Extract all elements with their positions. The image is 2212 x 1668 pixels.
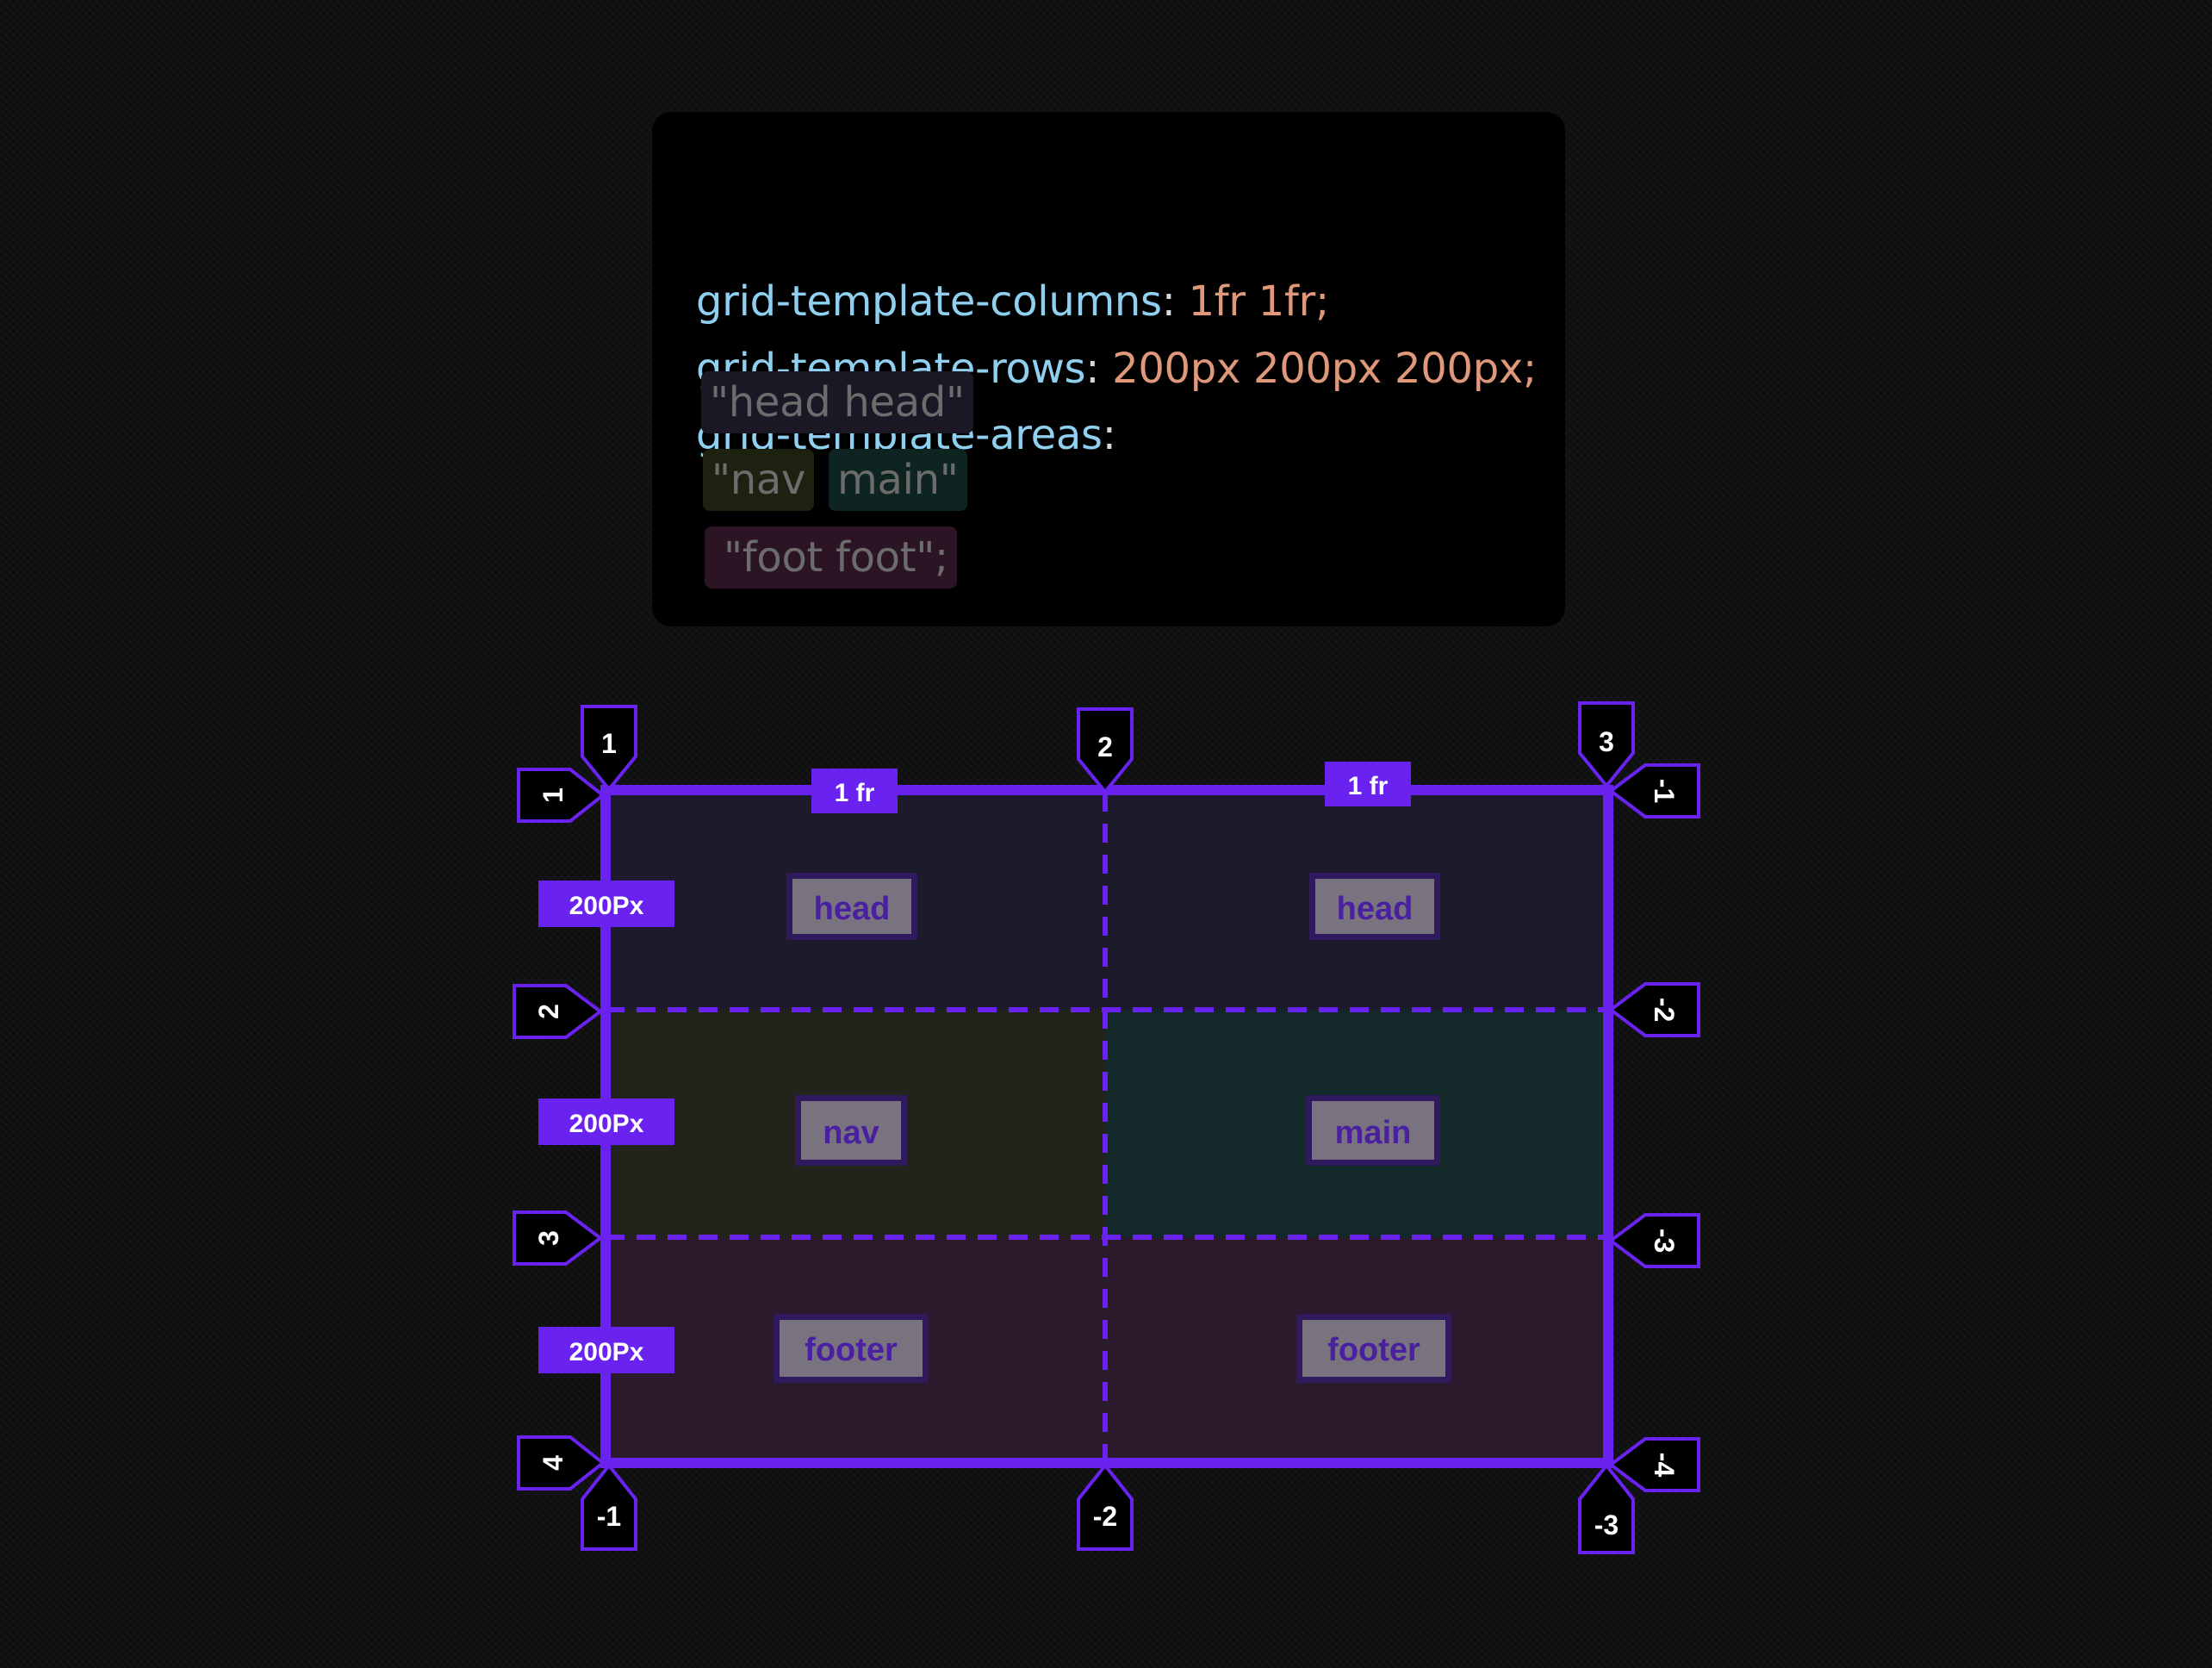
property-name: grid-template-columns (696, 277, 1162, 326)
col-line-marker-bottom-3: -3 (1578, 1462, 1635, 1554)
svg-text:head: head (814, 891, 891, 927)
row-line-marker-left-1: 1 (517, 768, 606, 823)
svg-text:-3: -3 (1649, 1229, 1680, 1253)
code-panel: grid-template-columns: 1fr 1fr; grid-tem… (652, 112, 1565, 626)
svg-text:footer: footer (805, 1332, 898, 1368)
row-size-label: 200Px (569, 1338, 644, 1366)
area-label-main: main (1306, 1095, 1440, 1166)
row-line-marker-left-4: 4 (517, 1435, 606, 1491)
property-value: 200px 200px 200px; (1099, 345, 1537, 393)
column-size-label: 1 fr (1348, 772, 1389, 800)
col-line-marker-bottom-1: -1 (581, 1462, 637, 1551)
svg-text:-2: -2 (1649, 998, 1680, 1022)
svg-text:1: 1 (537, 787, 569, 803)
svg-text:-1: -1 (1649, 779, 1680, 803)
area-label-footer-2: footer (1296, 1314, 1451, 1383)
svg-text:head: head (1337, 891, 1414, 927)
code-line-columns: grid-template-columns: 1fr 1fr; (696, 276, 1329, 327)
svg-text:3: 3 (1599, 726, 1614, 757)
col-line-marker-bottom-2: -2 (1077, 1462, 1134, 1551)
row-line-marker-right-2: -2 (1607, 982, 1700, 1037)
area-chip-main: main" (829, 449, 967, 511)
area-label-head-2: head (1309, 873, 1440, 940)
svg-text:nav: nav (823, 1115, 879, 1151)
column-size-tag-1: 1 fr (811, 769, 898, 813)
row-line-marker-right-4: -4 (1607, 1437, 1700, 1492)
svg-text:-1: -1 (597, 1501, 621, 1532)
svg-text:4: 4 (537, 1455, 569, 1471)
column-size-tag-2: 1 fr (1325, 762, 1411, 806)
colon: : (1102, 411, 1116, 459)
svg-text:-4: -4 (1649, 1453, 1680, 1478)
row-size-tag-1: 200Px (538, 881, 674, 927)
row-line-marker-left-3: 3 (513, 1211, 604, 1266)
area-label-nav: nav (795, 1095, 907, 1166)
svg-text:main: main (1335, 1115, 1412, 1151)
svg-text:3: 3 (533, 1230, 564, 1246)
area-chip-head: "head head" (701, 371, 973, 433)
row-size-tag-2: 200Px (538, 1099, 674, 1145)
row-size-label: 200Px (569, 892, 644, 920)
col-line-marker-top-2: 2 (1077, 707, 1134, 795)
area-chip-foot: "foot foot"; (705, 526, 957, 588)
col-line-marker-top-1: 1 (581, 705, 637, 793)
svg-text:-2: -2 (1093, 1501, 1117, 1532)
svg-text:2: 2 (1097, 731, 1113, 762)
column-size-label: 1 fr (835, 779, 875, 807)
colon: : (1161, 277, 1176, 326)
svg-text:-3: -3 (1594, 1509, 1619, 1540)
area-chip-nav: "nav (703, 449, 815, 511)
svg-text:footer: footer (1327, 1332, 1420, 1368)
property-value: 1fr 1fr; (1175, 277, 1330, 326)
row-size-tag-3: 200Px (538, 1327, 674, 1373)
svg-text:1: 1 (601, 728, 617, 759)
colon: : (1085, 345, 1100, 393)
row-line-marker-right-3: -3 (1607, 1213, 1700, 1268)
area-label-head-1: head (786, 873, 917, 940)
row-line-marker-right-1: -1 (1607, 763, 1700, 818)
col-line-marker-top-3: 3 (1578, 701, 1635, 789)
row-line-marker-left-2: 2 (513, 984, 604, 1039)
area-label-footer-1: footer (774, 1314, 929, 1383)
row-size-label: 200Px (569, 1110, 644, 1138)
svg-text:2: 2 (533, 1004, 564, 1019)
